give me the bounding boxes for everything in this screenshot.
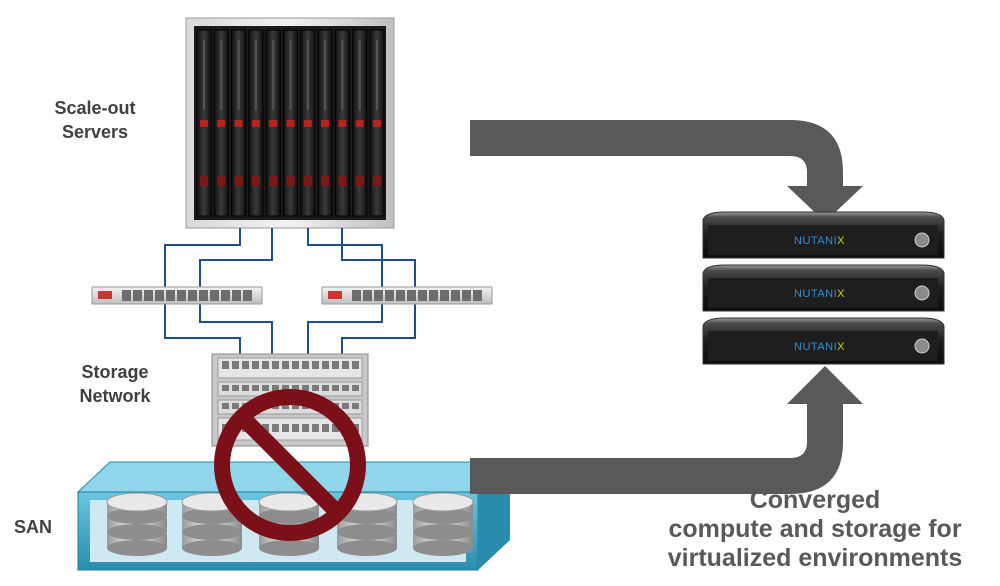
arrow-icon [470,366,863,494]
scale-out-servers-label: Scale-out Servers [40,96,150,144]
nutanix-node-icon: NUTANIX [702,264,945,312]
converged-caption: Converged compute and storage for virtua… [630,486,1000,573]
storage-network-label: Storage Network [60,360,170,408]
caption-line2: compute and storage for [668,515,962,543]
svg-text:NUTANIX: NUTANIX [794,341,845,353]
disk-icon [412,492,474,556]
caption-line3: virtualized environments [667,544,963,572]
caption-line1: Converged [749,486,881,514]
server-rack-icon [185,17,395,229]
switch-icon [91,286,263,305]
nutanix-node-icon: NUTANIX [702,211,945,259]
network-cables [164,228,416,358]
san-label: SAN [13,517,52,537]
network-label-line2: Network [79,386,151,406]
svg-text:NUTANIX: NUTANIX [794,235,845,247]
prohibited-icon [214,389,366,541]
network-label-line1: Storage [81,362,149,382]
disk-icon [106,492,168,556]
disk-icon [336,492,398,556]
nutanix-node-icon: NUTANIX [702,317,945,365]
nutanix-appliance: NUTANIX NUTANIX NUTANIX [702,211,945,365]
switch-icon [321,286,493,305]
servers-label-line1: Scale-out [54,98,136,118]
servers-label-line2: Servers [61,122,129,142]
arrow-icon [470,120,863,222]
svg-text:NUTANIX: NUTANIX [794,288,845,300]
